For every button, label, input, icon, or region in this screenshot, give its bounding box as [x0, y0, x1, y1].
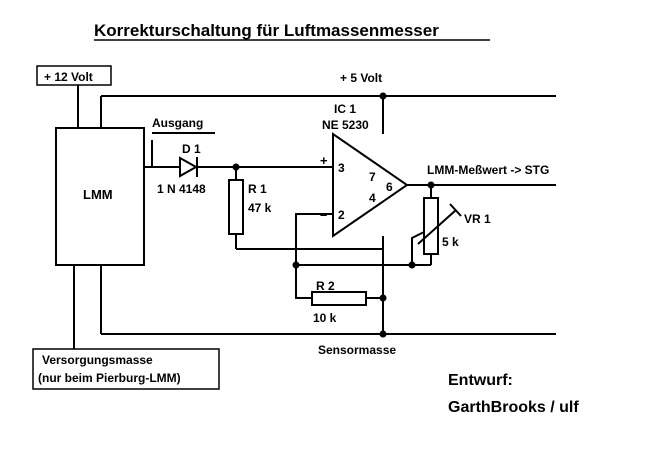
pin7-label: 7: [369, 170, 376, 184]
r2-label: R 2: [316, 279, 335, 293]
author-label: GarthBrooks / ulf: [448, 399, 579, 416]
supply-ground-line2: (nur beim Pierburg-LMM): [38, 371, 181, 385]
lmm-box: [55, 127, 145, 266]
d1-label: D 1: [182, 142, 201, 156]
wire-pin2-feedback: [295, 213, 333, 299]
vr1-label: VR 1: [464, 212, 491, 226]
vr1-value: 5 k: [442, 235, 459, 249]
supply-ground-box: [32, 348, 220, 390]
supply-ground-line1: Versorgungsmasse: [42, 353, 153, 367]
vr1-adjust-arrow: [417, 209, 457, 245]
ic1-label: IC 1: [334, 102, 356, 116]
d1-part-label: 1 N 4148: [157, 182, 206, 196]
wire-vr1-wiper: [411, 231, 425, 265]
lmm-label: LMM: [83, 187, 113, 202]
pin3-label: 3: [338, 161, 345, 175]
supply-5v-label: + 5 Volt: [340, 71, 382, 85]
junction-5v: [379, 92, 387, 100]
pin6-label: 6: [386, 180, 393, 194]
sensormasse-label: Sensormasse: [318, 343, 396, 357]
resistor-r2: [311, 291, 367, 306]
pin2-label: 2: [338, 208, 345, 222]
diagram-title: Korrekturschaltung für Luftmassenmesser: [94, 21, 439, 40]
supply-12v-label: + 12 Volt: [44, 70, 93, 84]
junction-sensor-ground: [379, 330, 387, 338]
potentiometer-vr1: [423, 197, 439, 255]
wire-lmm-out: [144, 140, 180, 168]
ic1-part-label: NE 5230: [322, 118, 369, 132]
opamp-ic1: [332, 132, 409, 238]
r1-label: R 1: [248, 182, 267, 196]
ausgang-label: Ausgang: [152, 116, 203, 130]
diode-d1: [179, 156, 199, 178]
output-label: LMM-Meßwert -> STG: [427, 163, 549, 177]
r2-value: 10 k: [313, 311, 337, 325]
pin4-label: 4: [369, 191, 376, 205]
entwurf-label: Entwurf:: [448, 372, 513, 389]
r1-value: 47 k: [248, 201, 272, 215]
resistor-r1: [228, 179, 244, 235]
plus-sign: +: [320, 153, 328, 168]
junction-r2: [379, 294, 387, 302]
vr1-adjust-tick: [449, 203, 462, 217]
supply-12v-box: [36, 65, 112, 86]
